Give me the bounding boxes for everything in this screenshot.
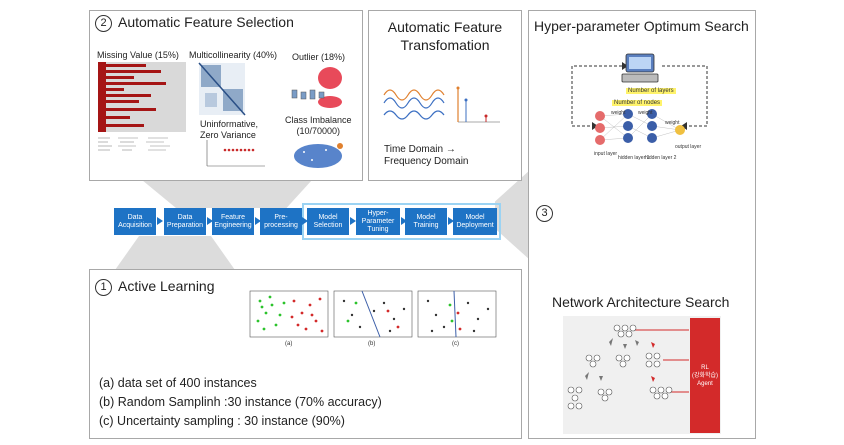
outlier-boxplot [291,67,342,108]
step-line2: Parameter [361,217,395,225]
pipeline-arrow [448,217,454,225]
weight-label-2: weight [638,110,653,116]
transformation-caption-line1: Time Domain → [384,144,456,155]
feature-selection-title-text: Automatic Feature Selection [118,14,294,30]
step-line1: Hyper- [367,209,389,217]
step-line1: Pre- [274,213,288,221]
feature-transformation-title-line1: Automatic Feature [387,19,503,35]
active-learning-legend-a: (a) data set of 400 instances [99,376,257,390]
step-line1: Data [127,213,143,221]
feature-selection-title: 2 Automatic Feature Selection [95,14,294,32]
class-imbalance-line2: (10/70000) [296,126,341,136]
step-line2: Acquisition [118,221,152,229]
plot-a-label: (a) [285,341,293,347]
hyperparameter-loop [571,62,708,130]
step-line2: processing [264,221,298,229]
weight-label-1: weight [611,110,626,116]
uninformative-line2: Zero Variance [200,130,256,140]
pipeline-arrow [401,217,407,225]
step-line1: Feature [220,213,246,221]
plot-b-label: (b) [368,341,376,347]
missing-value-label: Missing Value (15%) [97,50,179,60]
transformation-caption: Time Domain → Frequency Domain [384,144,468,168]
pipeline-arrow [350,217,356,225]
uninformative-line1: Uninformative, [200,119,259,129]
multicollinearity-label: Multicollinearity (40%) [189,50,278,60]
active-learning-plot-a [249,290,329,338]
rl-agent-line1: RL [701,364,709,371]
class-imbalance-label: Class Imbalance (10/70000) [285,115,352,137]
step-line2: Deployment [456,221,494,229]
frequency-domain-spectrum [456,86,500,123]
time-domain-waveform [383,89,445,120]
computer-icon [621,53,659,83]
step-line1: Data [177,213,193,221]
feature-transformation-title-line2: Transfomation [400,37,490,53]
uninformative-label: Uninformative, Zero Variance [200,119,258,141]
nas-title: Network Architecture Search [552,294,730,310]
number-of-nodes-label: Number of nodes [612,100,663,106]
step-line2: Selection [313,221,343,229]
step-preprocessing: Pre-processing [260,208,302,235]
step-number-badge: 2 [95,15,112,32]
rl-agent-line2: (강화학습) [691,372,719,379]
step-line1: Model [465,213,485,221]
feature-transformation-title: Automatic Feature Transfomation [368,18,522,54]
nas-tree [567,324,689,410]
correlation-matrix [198,62,246,116]
output-layer-label: output layer [675,144,702,150]
pipeline-arrow [207,217,213,225]
input-layer-label: input layer [594,151,618,157]
pipeline-arrow [157,217,163,225]
imbalance-scatter [294,143,343,168]
hyperparameter-title: Hyper-parameter Optimum Search [534,18,749,34]
pipeline-number: 3 [536,204,559,222]
step-number-badge: 3 [536,205,553,222]
missing-value-matrix [98,62,186,151]
active-learning-legend-b: (b) Random Samplinh :30 instance (70% ac… [99,395,382,409]
hidden-layer-2-label: hidden layer 2 [645,155,677,161]
hidden-layer-1-label: hidden layer 1 [618,155,650,161]
transformation-caption-line2: Frequency Domain [384,156,469,167]
outlier-label: Outlier (18%) [292,52,346,62]
pipeline-arrow [302,217,308,225]
weight-label-3: weight [665,120,680,126]
pipeline-arrow [255,217,261,225]
plot-c-label: (c) [452,341,459,347]
step-line3: Tuning [367,225,389,233]
active-learning-plot-b [333,290,413,338]
funnel-feature-selection [142,180,312,208]
step-line2: Engineering [214,221,252,229]
number-of-layers-label: Number of layers [626,88,676,94]
zero-variance-plot [206,140,265,167]
active-learning-title-text: Active Learning [118,278,215,294]
class-imbalance-line1: Class Imbalance [285,115,352,125]
feature-transformation-panel [368,10,522,181]
rl-agent-box: RL (강화학습) Agent [690,318,720,433]
step-line1: Model [416,213,436,221]
neural-network-diagram [595,109,685,145]
active-learning-title: 1 Active Learning [95,278,215,296]
step-line2: Training [413,221,439,229]
active-learning-plot-c [417,290,497,338]
funnel-active-learning [115,236,235,270]
rl-agent-line3: Agent [697,380,713,387]
active-learning-legend-c: (c) Uncertainty sampling : 30 instance (… [99,414,345,428]
step-line2: Preparation [166,221,204,229]
step-line1: Model [318,213,338,221]
step-number-badge: 1 [95,279,112,296]
